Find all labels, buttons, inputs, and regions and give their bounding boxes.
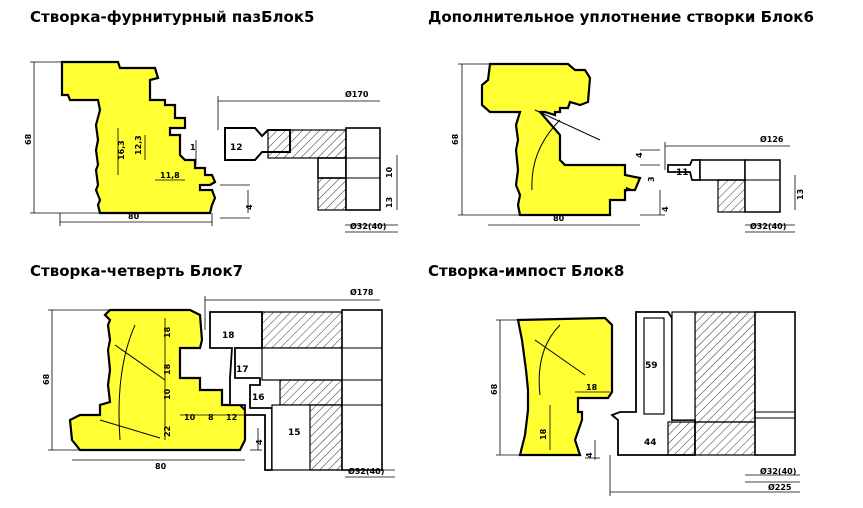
cutter-b-block6: 13 (796, 189, 805, 200)
dim-d4-block5: 1 (190, 143, 196, 152)
dim-h2-block7: 8 (208, 413, 214, 422)
dimension-lines-block8 (496, 319, 800, 496)
panel-title-block8: Створка-импост Блок8 (428, 262, 625, 280)
dim-h1-block8: 18 (586, 383, 598, 392)
cutter-p2-block8: 44 (644, 438, 657, 448)
cutter-diameter-block7: Ø178 (350, 287, 374, 297)
cutter-block8 (610, 311, 796, 456)
dimension-lines-block7 (48, 296, 395, 478)
dim-height-block8: 68 (490, 383, 499, 395)
cutter-diameter-block8: Ø225 (768, 482, 792, 492)
cutter-p3-block7: 16 (252, 393, 265, 403)
dim-d4-block6: 4 (661, 206, 670, 212)
cutter-p1-block7: 18 (222, 331, 235, 341)
panel-title-block5: Створка-фурнитурный пазБлок5 (30, 8, 315, 26)
cutter-a-block5: 10 (385, 166, 394, 178)
dim-v1-block8: 18 (539, 428, 548, 440)
dim-d5-block7: 4 (255, 439, 264, 445)
profile-block8 (516, 316, 614, 457)
cutter-part-block6: 11 (676, 168, 689, 178)
dim-d2-block6: 3 (647, 176, 656, 182)
dim-v4-block7: 22 (163, 426, 172, 437)
dim-d5-block8: 4 (585, 452, 594, 458)
dimension-lines-block6 (458, 63, 796, 233)
cutter-bore-block7: Ø32(40) (348, 466, 384, 476)
cutter-p1-block8: 59 (645, 361, 658, 371)
dim-d3-block6: 7 (625, 186, 634, 192)
dim-height-block7: 68 (42, 373, 51, 385)
dim-d2-block5: 12,3 (134, 135, 143, 155)
dim-d1-block5: 16,3 (117, 140, 126, 160)
profile-block6 (480, 62, 642, 217)
dim-d3-block5: 11,8 (160, 171, 180, 180)
cutter-diameter-block6: Ø126 (760, 134, 784, 144)
cutter-p4-block7: 15 (288, 428, 301, 438)
cutter-diameter-block5: Ø170 (345, 89, 369, 99)
dimension-lines-block5 (30, 61, 398, 233)
cutter-p2-block7: 17 (236, 365, 249, 375)
dim-width-block7: 80 (155, 462, 167, 471)
cutter-b-block5: 13 (385, 197, 394, 208)
dim-width-block5: 80 (128, 212, 140, 221)
profile-block5 (60, 60, 217, 215)
panel-title-block6: Дополнительное уплотнение створки Блок6 (428, 8, 814, 26)
cutter-bore-block5: Ø32(40) (350, 221, 386, 231)
cutter-block7 (209, 309, 383, 471)
cutter-part-block5: 12 (230, 143, 243, 153)
dim-v2-block7: 18 (163, 363, 172, 375)
dim-height-block5: 68 (24, 133, 33, 145)
dim-d5-block5: 4 (245, 204, 254, 210)
cutter-bore-block6: Ø32(40) (750, 221, 786, 231)
cutter-bore-block8: Ø32(40) (760, 466, 796, 476)
dim-v3-block7: 10 (163, 388, 172, 400)
dim-height-block6: 68 (451, 133, 460, 145)
dim-d1-block6: 4 (635, 152, 644, 158)
cutter-block5 (224, 127, 381, 211)
dim-v1-block7: 18 (163, 326, 172, 338)
panel-title-block7: Створка-четверть Блок7 (30, 262, 244, 280)
dim-h3-block7: 12 (226, 413, 237, 422)
cutter-block6 (667, 159, 781, 213)
dim-h1-block7: 10 (184, 413, 196, 422)
dim-width-block6: 80 (553, 214, 565, 223)
